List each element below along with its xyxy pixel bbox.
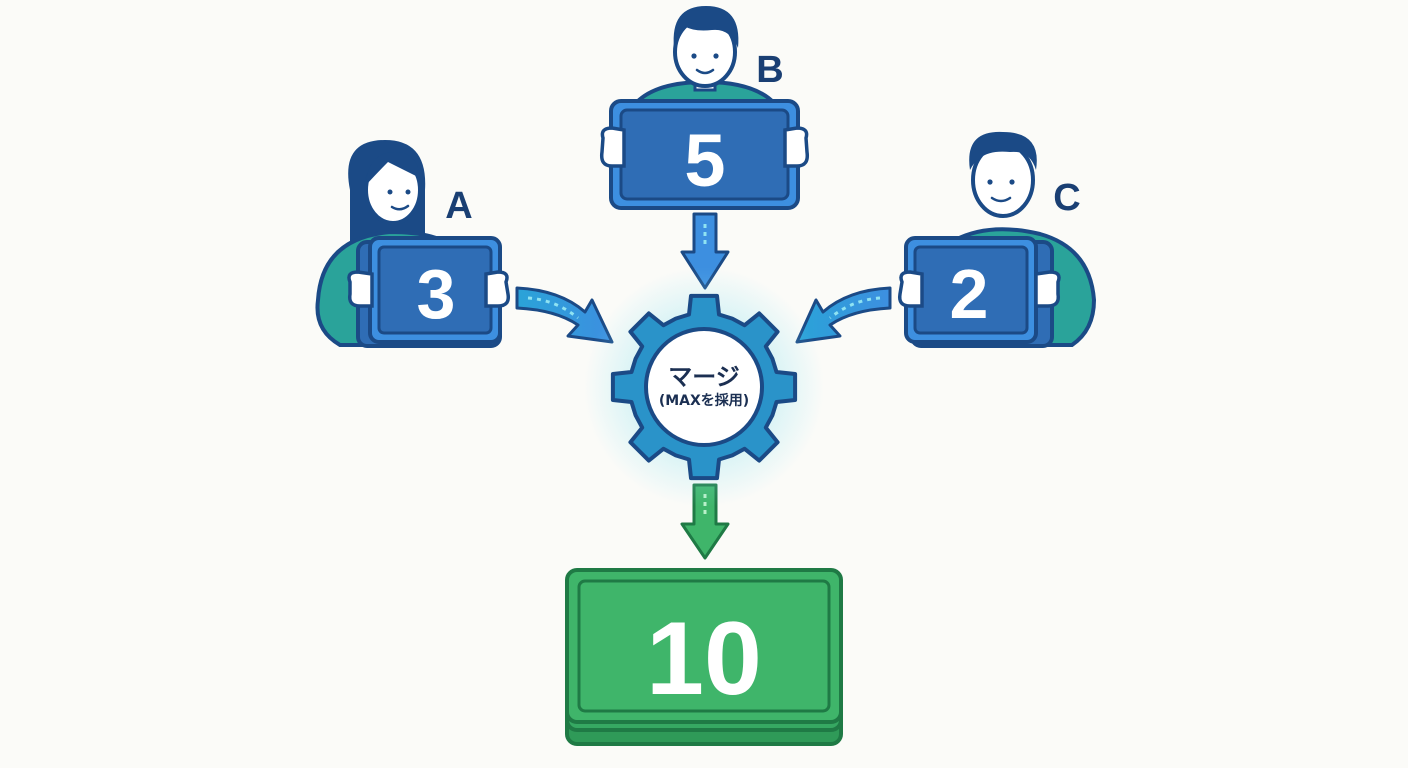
person-c-sign: 2 (904, 236, 1054, 348)
merge-gear: マージ (MAXを採用) (584, 267, 824, 507)
merge-title: マージ (668, 363, 740, 391)
person-b-left-hand (599, 126, 626, 168)
gear-center (644, 327, 764, 447)
person-b-value: 5 (684, 119, 725, 202)
merge-subtitle: (MAXを採用) (659, 392, 749, 409)
result-value: 10 (646, 601, 762, 717)
person-a-left-hand (347, 270, 374, 308)
person-c-value: 2 (950, 255, 989, 333)
person-c-right-hand (1034, 270, 1061, 308)
person-b-sign: 5 (609, 99, 800, 210)
person-a-value: 3 (417, 255, 456, 333)
person-c: C 2 (897, 131, 1097, 348)
person-b-label: B (756, 49, 783, 91)
person-a: A 3 (315, 140, 511, 348)
person-b-figure (630, 6, 780, 106)
result-box: 10 (565, 568, 843, 746)
person-a-label: A (445, 185, 472, 227)
arrow-a-to-merge (515, 286, 614, 344)
person-a-sign: 3 (356, 236, 502, 348)
person-b-right-hand (783, 126, 810, 168)
person-b: B 5 (599, 6, 810, 210)
person-a-right-hand (484, 270, 511, 308)
person-c-left-hand (897, 270, 924, 308)
person-c-label: C (1053, 177, 1080, 219)
